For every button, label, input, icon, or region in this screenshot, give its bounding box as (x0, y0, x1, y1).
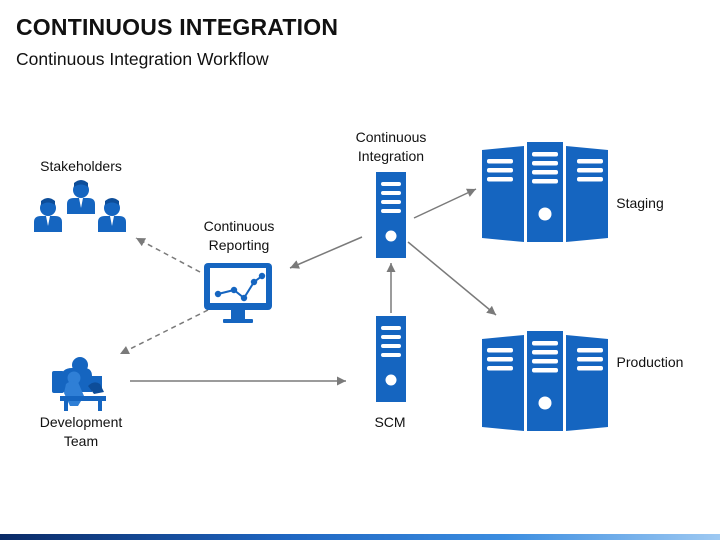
production-rack-icon (482, 331, 608, 431)
scm-server-icon (376, 316, 406, 402)
arrow-ci-to-reporting (289, 236, 363, 269)
continuous-reporting-label: Continuous Reporting (203, 218, 275, 253)
scm-label: SCM (374, 414, 406, 430)
arrow-ci-to-staging (413, 188, 477, 219)
page-subtitle: Continuous Integration Workflow (16, 49, 269, 69)
arrow-dev-to-reporting (119, 309, 209, 355)
staging-rack-icon (482, 142, 608, 242)
arrow-reporting-to-stakeholders (135, 237, 201, 273)
ci-server-icon (376, 172, 406, 258)
developers-at-desk-icon (52, 357, 106, 411)
page-title: CONTINUOUS INTEGRATION (16, 14, 339, 40)
monitor-chart-icon (204, 263, 272, 323)
people-group-icon (34, 180, 126, 232)
arrow-ci-to-production (407, 241, 497, 316)
continuous-integration-label: Continuous Integration (355, 129, 427, 164)
staging-label: Staging (616, 195, 664, 211)
stakeholders-label: Stakeholders (40, 158, 122, 174)
development-team-label: Development Team (39, 414, 123, 449)
footer-bar (0, 534, 720, 540)
production-label: Production (616, 354, 684, 370)
